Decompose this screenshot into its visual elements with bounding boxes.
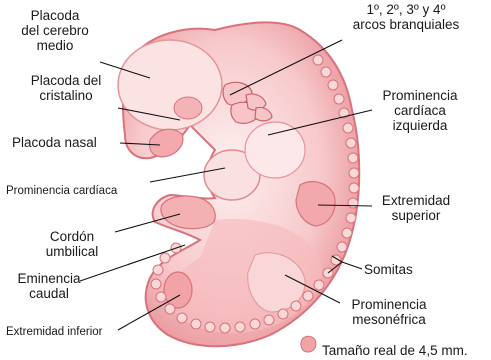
label-prominencia-cardiaca-izquierda: Prominencia cardíaca izquierda [368, 88, 472, 133]
label-prominencia-cardiaca: Prominencia cardíaca [6, 184, 117, 199]
label-somitas: Somitas [364, 262, 413, 277]
label-placoda-nasal: Placoda nasal [12, 135, 97, 150]
lower-limb-bud [164, 272, 192, 308]
label-eminencia-caudal: Eminencia caudal [8, 271, 90, 301]
label-placoda-cristalino: Placoda del cristalino [12, 73, 120, 103]
label-extremidad-inferior: Extremidad inferior [6, 325, 103, 340]
label-prominencia-mesonefrica: Prominencia mesonéfrica [334, 297, 444, 327]
lens-placode [174, 97, 202, 119]
label-cordon-umbilical: Cordón umbilical [32, 229, 112, 259]
head-region [118, 40, 222, 130]
left-cardiac-prominence [245, 122, 305, 178]
label-extremidad-superior: Extremidad superior [368, 193, 464, 223]
actual-size-icon [301, 336, 316, 352]
label-tamano-real: Tamaño real de 4,5 mm. [322, 343, 468, 358]
label-arcos-branquiales: 1º, 2º, 3º y 4º arcos branquiales [336, 2, 476, 32]
label-placoda-cerebro: Placoda del cerebro medio [10, 8, 100, 53]
